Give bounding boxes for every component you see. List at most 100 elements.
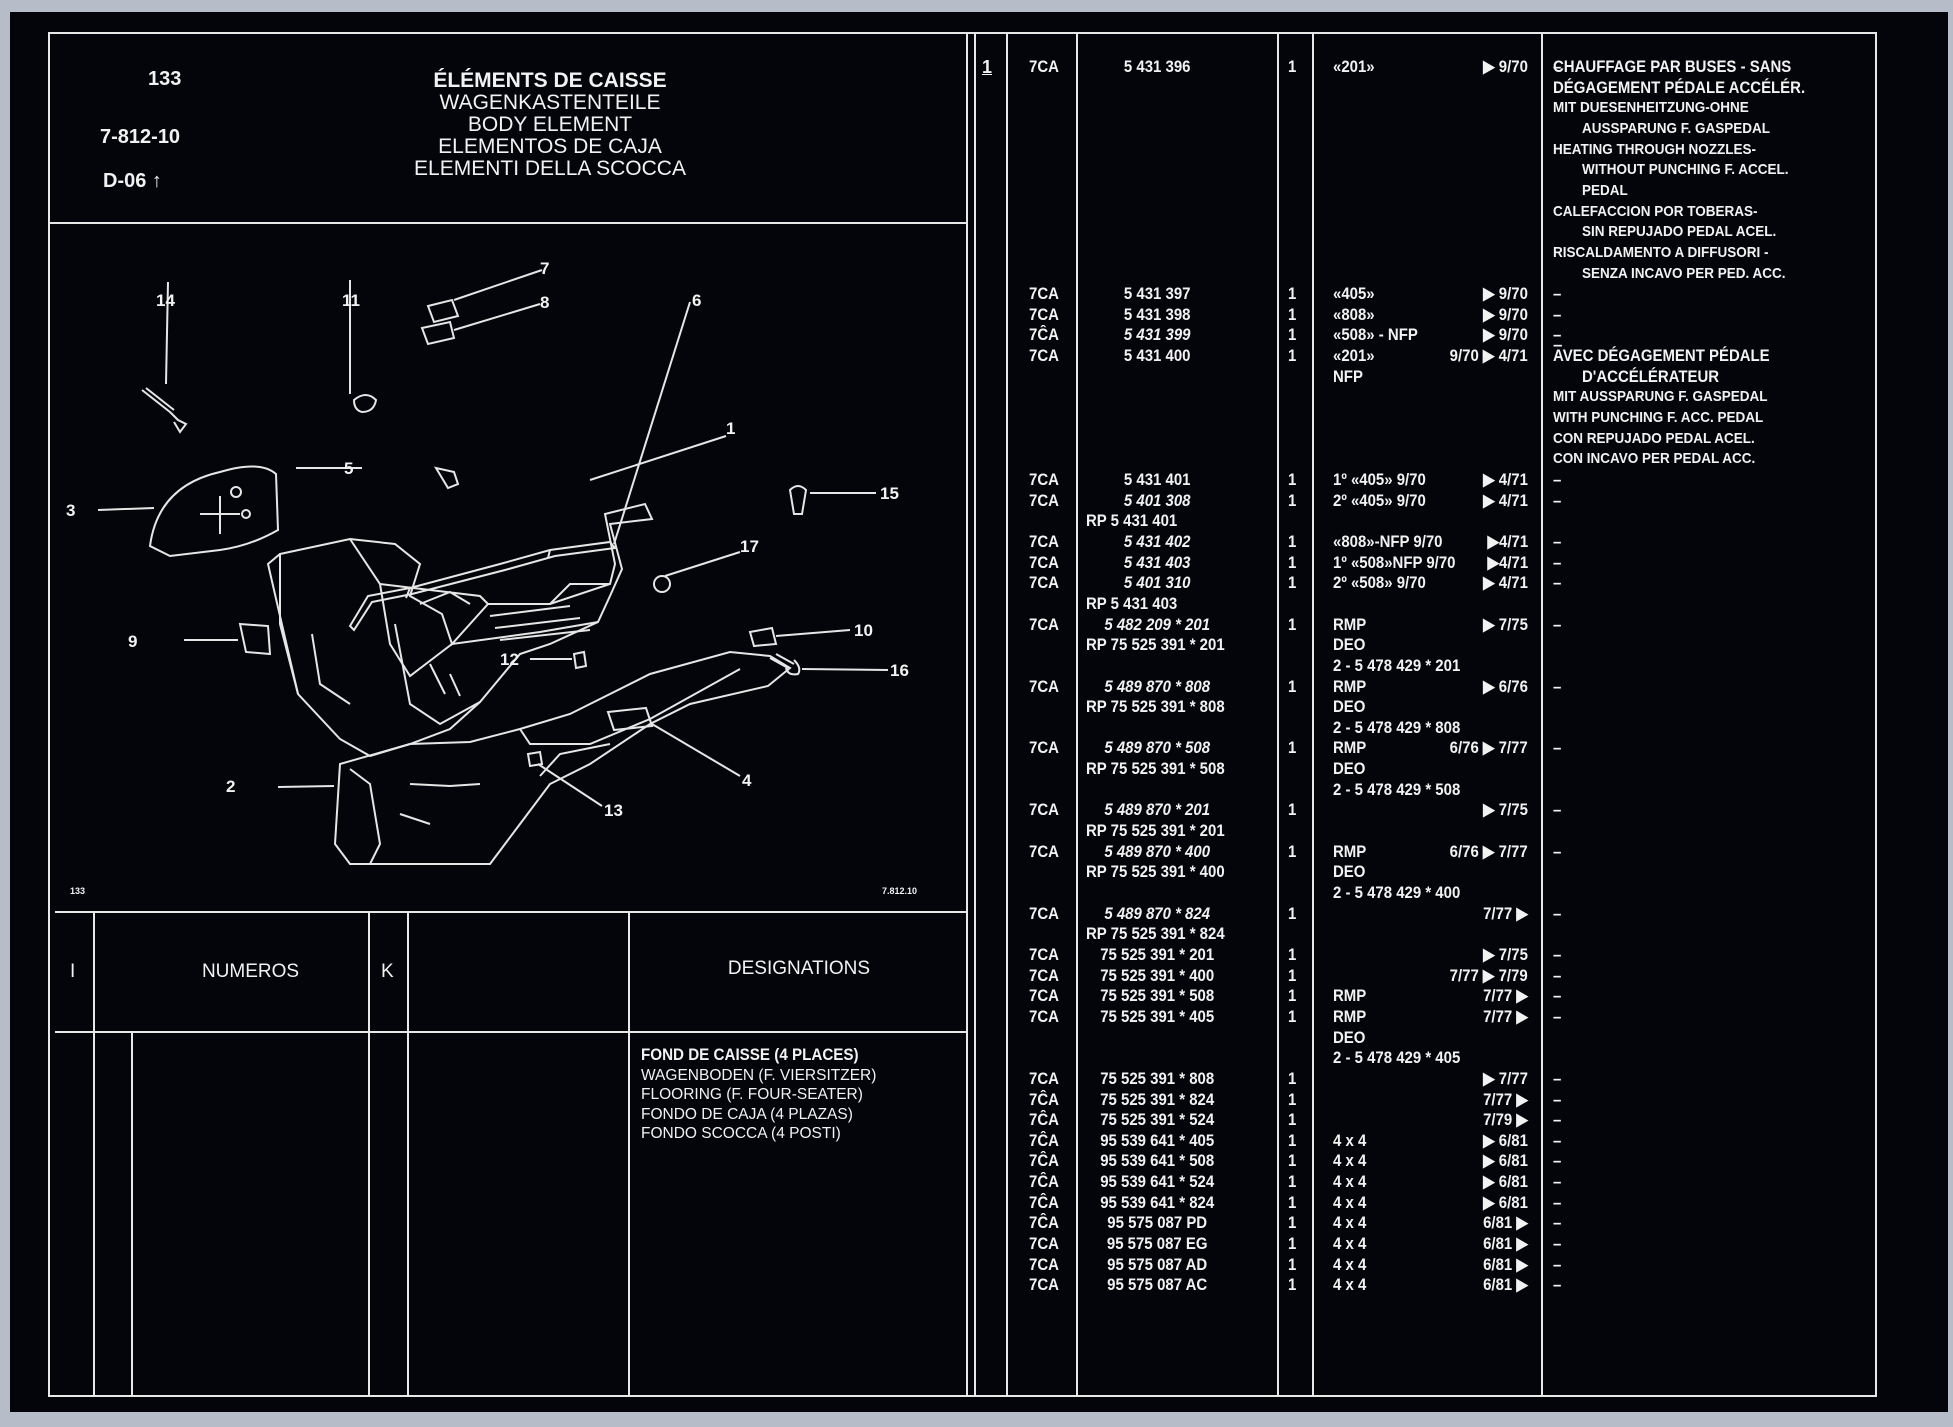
note-line: MIT DUESENHEITZUNG-OHNE xyxy=(1553,99,1749,117)
part-model: 4 x 4 xyxy=(1333,1130,1367,1150)
part-label-14: 14 xyxy=(156,291,175,310)
part-qty: 1 xyxy=(1288,800,1297,820)
diagram-footer-right: 7.812.10 xyxy=(882,886,917,896)
part-number: 5 482 209 * 201 xyxy=(1104,614,1211,634)
part-code: 7ĈA xyxy=(1029,1089,1059,1109)
part-date: 6/81 ▶ xyxy=(1483,1234,1528,1254)
part-qty: 1 xyxy=(1288,531,1297,551)
part-note: – xyxy=(1553,614,1562,634)
part-code: 7CA xyxy=(1029,470,1059,489)
part-date: ▶4/71 xyxy=(1487,552,1528,572)
part-label-16: 16 xyxy=(890,661,909,680)
part-qty: 1 xyxy=(1288,1151,1297,1171)
part-number: 5 489 870 * 201 xyxy=(1104,800,1211,820)
wheel-arch-shape xyxy=(148,465,280,558)
part-date: ▶ 4/71 xyxy=(1483,573,1528,593)
part-qty: 1 xyxy=(1288,490,1297,510)
note-line: CON INCAVO PER PEDAL ACC. xyxy=(1553,450,1756,468)
part-model: RMP xyxy=(1333,986,1367,1006)
variant-label: D-06 ↑ xyxy=(103,170,162,193)
part-model: «201» xyxy=(1333,57,1375,76)
part-number: 5 489 870 * 808 xyxy=(1104,676,1211,696)
side-sill-shape xyxy=(333,650,792,865)
part-note: – xyxy=(1553,1151,1562,1171)
part-code: 7CA xyxy=(1029,1275,1059,1295)
part-number: RP 75 525 391 * 824 xyxy=(1086,924,1225,944)
part-model: RMP xyxy=(1333,841,1367,861)
part-qty: 1 xyxy=(1288,284,1297,304)
note-line: PEDAL xyxy=(1582,181,1628,199)
designation-de: WAGENBODEN (F. VIERSITZER) xyxy=(641,1066,877,1084)
note-line: RISCALDAMENTO A DIFFUSORI - xyxy=(1553,243,1769,261)
part-qty: 1 xyxy=(1288,325,1297,345)
part-note: – xyxy=(1553,1130,1562,1150)
header-divider xyxy=(48,222,968,224)
part-model: 2 - 5 478 429 * 400 xyxy=(1333,883,1461,902)
part-note: – xyxy=(1553,1110,1562,1130)
part-note: – xyxy=(1553,57,1562,76)
part-code: 7CA xyxy=(1029,346,1059,366)
note-dash-3: – xyxy=(1553,335,1563,354)
part-qty: 1 xyxy=(1288,1275,1297,1295)
part-date: 7/77 ▶ xyxy=(1483,1089,1528,1109)
part-row: 2 - 5 478 429 * 400 xyxy=(0,883,1953,904)
part-model: 1º «405» 9/70 xyxy=(1333,470,1426,489)
part-qty: 1 xyxy=(1288,1254,1297,1274)
designation-block: FOND DE CAISSE (4 PLACES) WAGENBODEN (F.… xyxy=(641,1046,878,1144)
part-row: 2 - 5 478 429 * 201 xyxy=(0,656,1953,677)
part-note: – xyxy=(1553,284,1562,304)
part-model: 1º «508»NFP 9/70 xyxy=(1333,552,1456,572)
part-note: – xyxy=(1553,965,1562,985)
part-date: 6/76 ▶ 7/77 xyxy=(1449,841,1528,861)
part-date: ▶ 6/81 xyxy=(1483,1172,1528,1192)
note-line: HEATING THROUGH NOZZLES- xyxy=(1553,140,1756,158)
part-number: 5 431 402 xyxy=(1123,531,1191,551)
part-note: – xyxy=(1553,738,1562,758)
part-date: ▶ 9/70 xyxy=(1483,57,1528,76)
part-number: RP 75 525 391 * 508 xyxy=(1086,759,1225,779)
up-arrow-icon: ↑ xyxy=(146,170,162,192)
part-code: 7CA xyxy=(1029,738,1059,758)
part-label-13: 13 xyxy=(604,801,623,820)
part-number: 95 575 087 PD xyxy=(1107,1213,1208,1233)
part-model: 4 x 4 xyxy=(1333,1254,1367,1274)
parts-col-line-f xyxy=(1541,32,1543,1397)
part-date: 7/77 ▶ xyxy=(1483,1006,1528,1026)
part-code: 7CA xyxy=(1029,573,1059,593)
part-row: RP 5 431 401 xyxy=(0,511,1953,532)
part-note: – xyxy=(1553,1006,1562,1026)
part-note: – xyxy=(1553,903,1562,923)
part-model: «508» - NFP xyxy=(1333,325,1418,345)
title-de: WAGENKASTENTEILE xyxy=(439,91,661,114)
part-number: 95 539 641 * 405 xyxy=(1100,1130,1215,1150)
part-number: 5 431 396 xyxy=(1123,57,1191,76)
note-line: CALEFACCION POR TOBERAS- xyxy=(1553,202,1758,220)
part-label-4: 4 xyxy=(742,771,752,790)
exploded-parts-diagram: 1 2 3 4 5 6 7 8 9 10 11 12 13 14 15 16 1… xyxy=(66,259,917,896)
part-date: ▶ 7/77 xyxy=(1483,1068,1528,1088)
part-note: – xyxy=(1553,1213,1562,1233)
part-qty: 1 xyxy=(1288,1130,1297,1150)
part-qty: 1 xyxy=(1288,552,1297,572)
part-number: 75 525 391 * 508 xyxy=(1100,986,1215,1006)
part-code: 7CA xyxy=(1029,986,1059,1006)
note-line: CON REPUJADO PEDAL ACEL. xyxy=(1553,429,1755,447)
part-qty: 1 xyxy=(1288,944,1297,964)
table-col-line-5 xyxy=(628,911,630,1397)
part-label-2: 2 xyxy=(226,777,235,796)
part-label-7: 7 xyxy=(540,259,549,278)
parts-col-line-d xyxy=(1277,32,1279,1397)
